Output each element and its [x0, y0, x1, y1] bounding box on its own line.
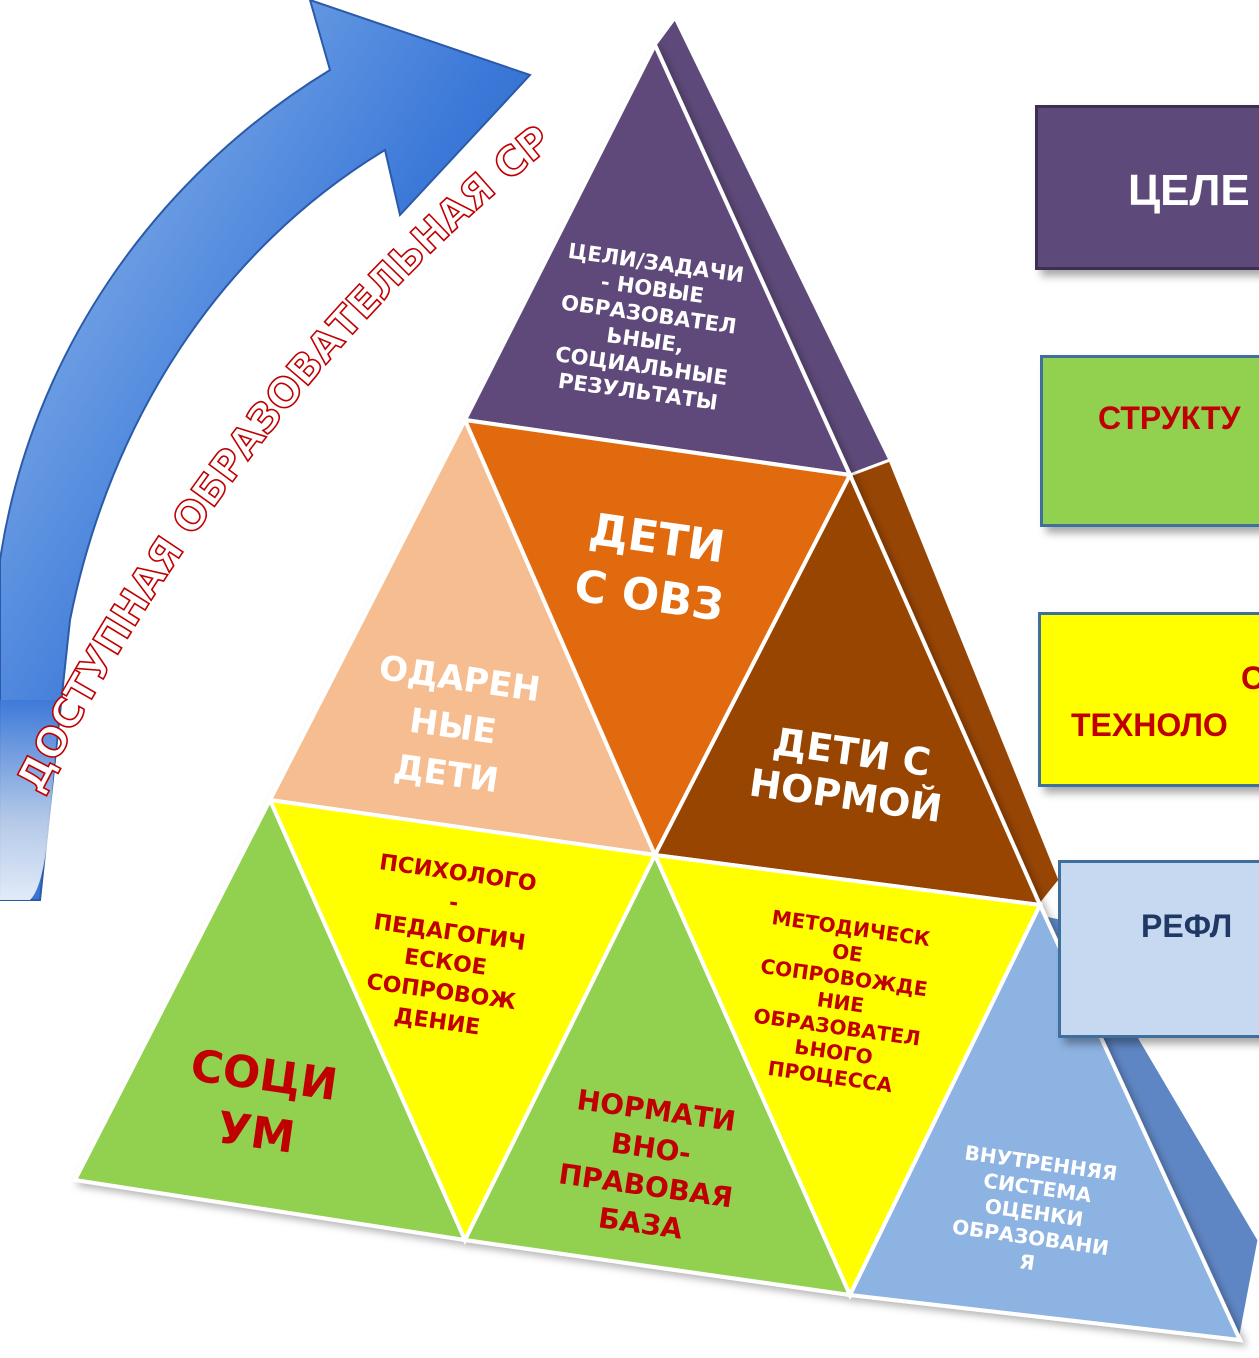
curved-arrow-icon [0, 0, 532, 901]
legend-card-structure: СТРУКТУ [1040, 355, 1259, 527]
legend-card-reflection-text: РЕФЛ [1141, 908, 1233, 944]
legend-card-goals: ЦЕЛЕ [1035, 105, 1259, 270]
legend-card-tech-text: С [1241, 660, 1259, 697]
legend-card-tech: С ТЕХНОЛО [1038, 612, 1259, 787]
label-socium-line: УМ [214, 1102, 298, 1163]
label-psych-line: - [447, 890, 460, 916]
legend-card-reflection: РЕФЛ [1058, 860, 1259, 1038]
legend-card-structure-text: СТРУКТУ [1098, 400, 1241, 436]
triangle-assess [846, 900, 1244, 1343]
label-top: ЦЕЛИ/ЗАДАЧИ- НОВЫЕОБРАЗОВАТЕЛЬНЫЕ,СОЦИАЛ… [554, 239, 746, 415]
legend-card-goals-text: ЦЕЛЕ [1128, 166, 1250, 215]
label-assess-line: Я [1018, 1249, 1037, 1275]
legend-card-tech-text2: ТЕХНОЛО [1071, 707, 1228, 743]
label-method-line: ОЕ [831, 939, 865, 967]
